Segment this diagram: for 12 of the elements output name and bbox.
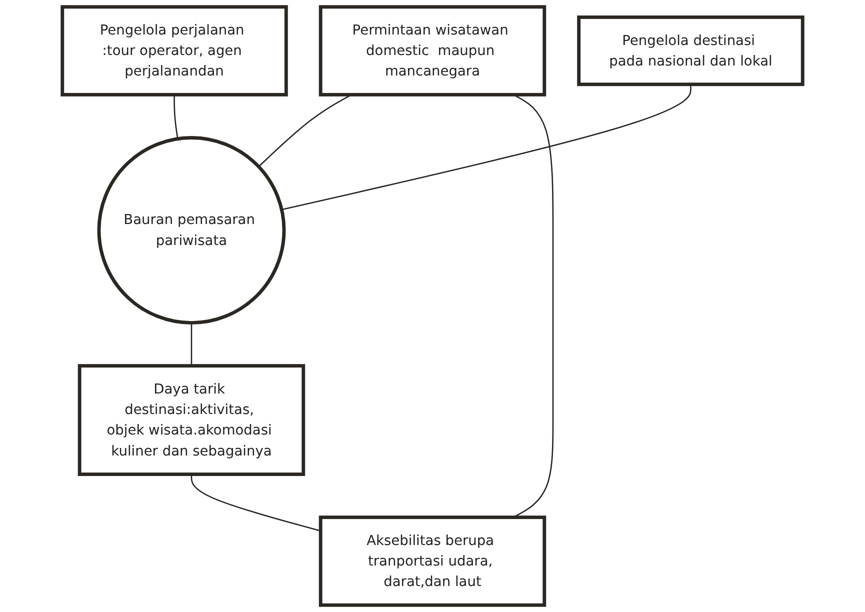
node-circle: Bauran pemasaran pariwisata [97, 136, 286, 324]
connector [190, 474, 321, 532]
connector [174, 94, 178, 139]
connector [513, 94, 554, 518]
node-box: Permintaan wisatawan domestic maupun mancanegara [318, 5, 546, 96]
node-box: Daya tarik destinasi:aktivitas, objek wisata.akomodasi kuliner dan sebagainya [78, 364, 306, 476]
node-box: Aksebilitas berupa tranportasi udara, darat,dan laut [318, 516, 546, 607]
node-box: Pengelola perjalanan :tour operator, agen perjalanandan [60, 5, 288, 96]
connector [282, 84, 692, 210]
connector [258, 94, 352, 168]
node-box: Pengelola destinasi pada nasional dan lokal [577, 16, 804, 86]
connector [190, 322, 192, 366]
